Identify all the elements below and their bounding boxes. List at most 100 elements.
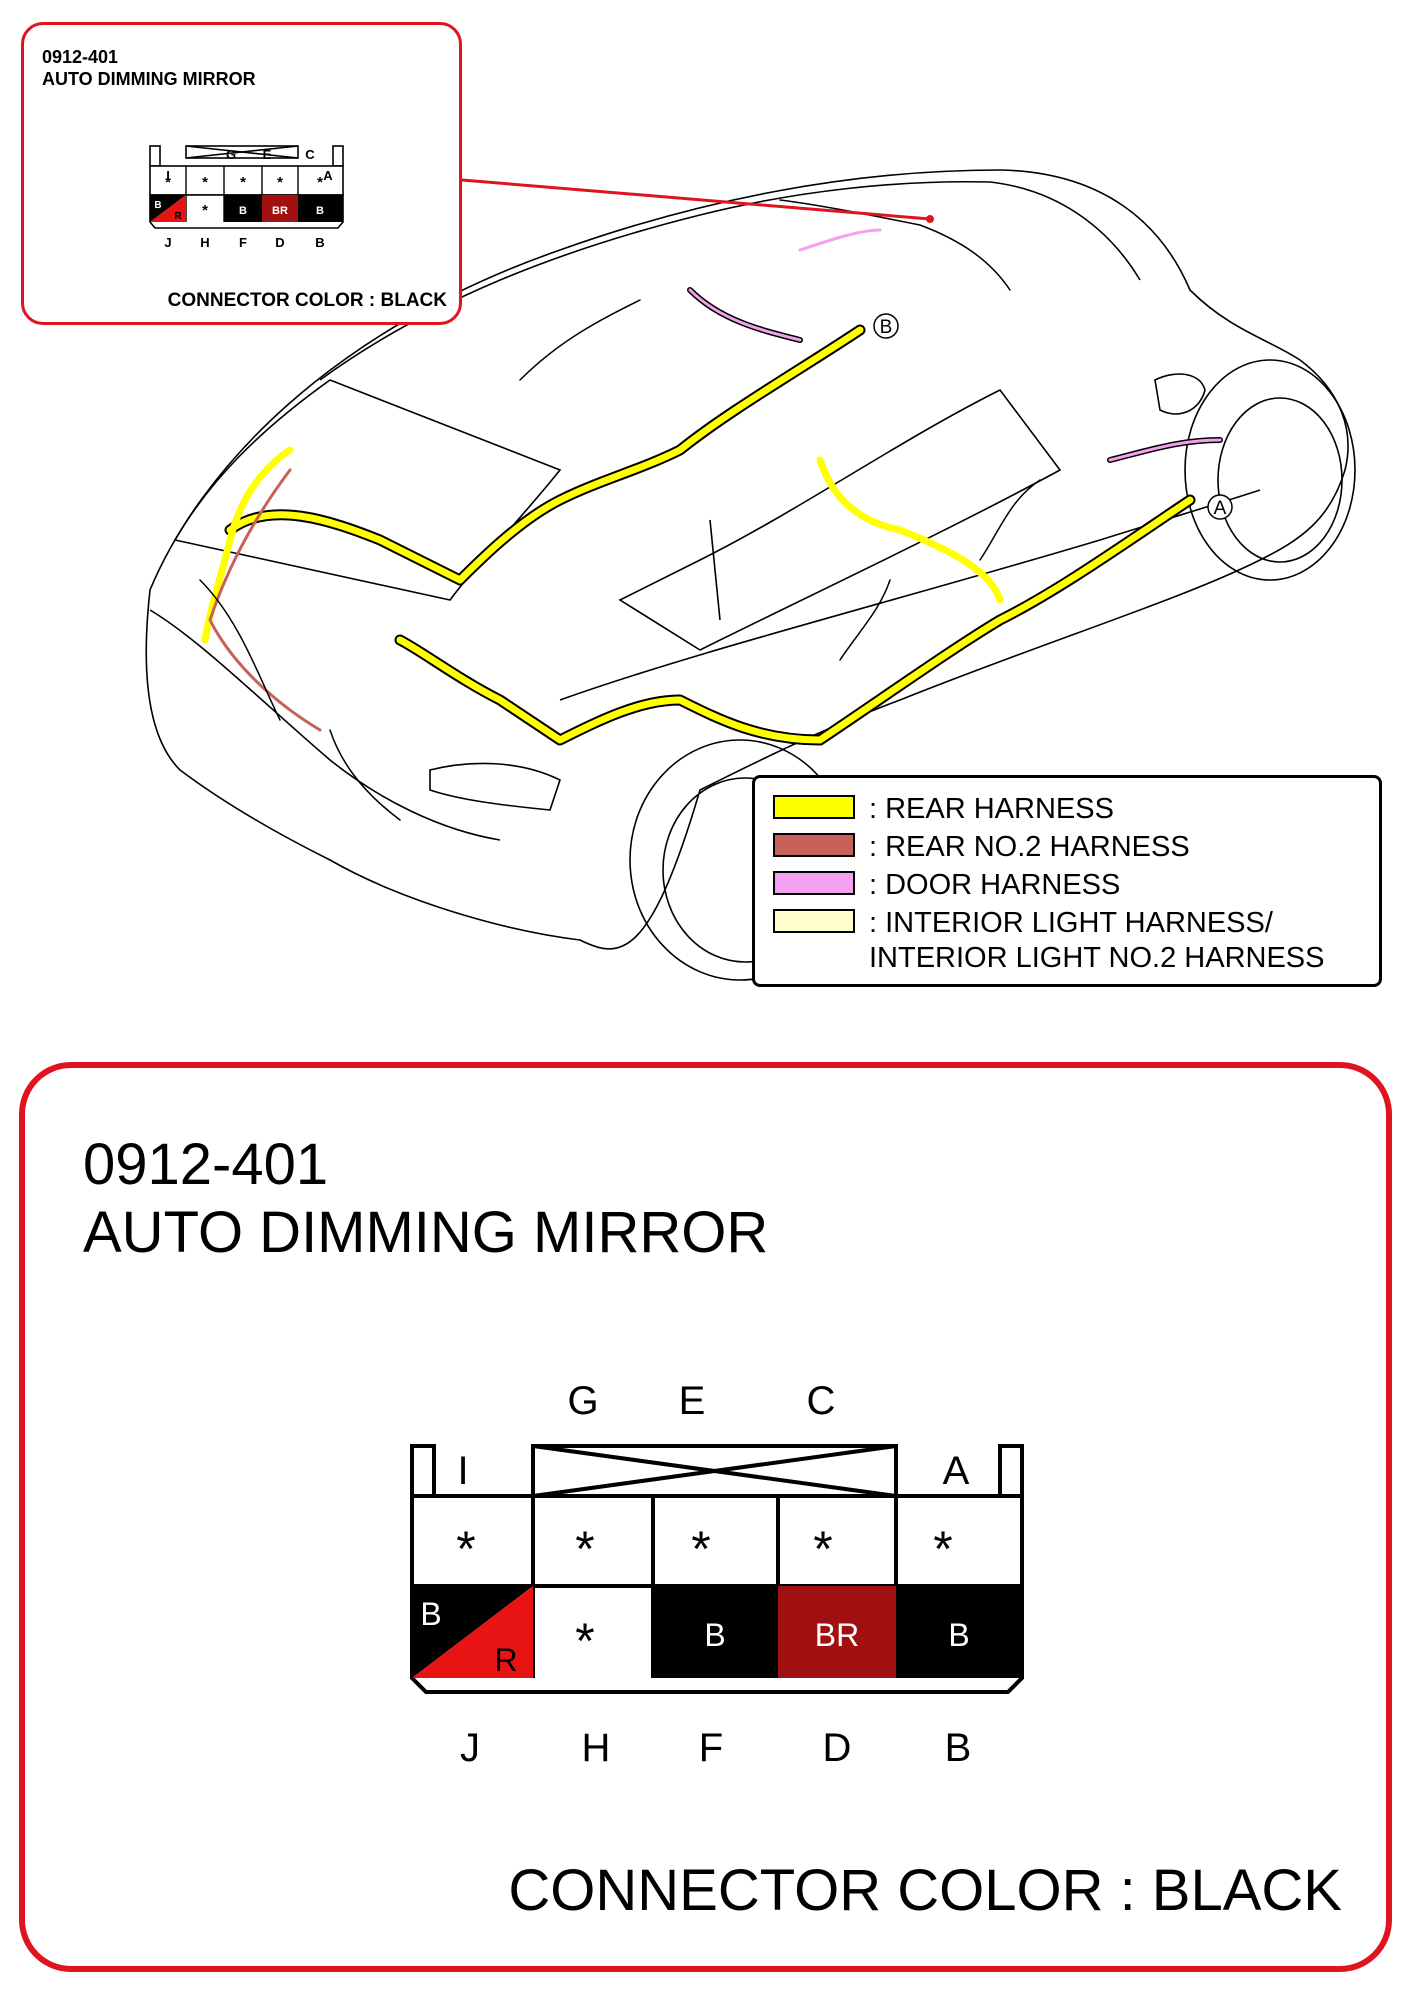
detail-cell-text: * xyxy=(575,1521,594,1577)
callout-bottom-pin: H xyxy=(200,235,209,250)
legend-label: : REAR HARNESS xyxy=(869,793,1114,825)
callout-cell-text: BR xyxy=(272,205,288,217)
callout-cell-text: * xyxy=(277,174,283,191)
callout-bottom-pin: B xyxy=(315,235,324,250)
detail-cell-text: * xyxy=(813,1521,832,1577)
legend-swatch xyxy=(773,909,855,933)
detail-cell-j-red xyxy=(412,1586,533,1678)
trunk-edge xyxy=(149,609,501,841)
detail-cell-text: R xyxy=(494,1642,517,1678)
legend-label: INTERIOR LIGHT NO.2 HARNESS xyxy=(869,942,1325,974)
callout-top-pin: G xyxy=(226,147,236,162)
detail-top-pin: E xyxy=(679,1379,706,1423)
door-harness-upper-outline xyxy=(687,287,803,343)
callout-cell-d xyxy=(262,195,298,222)
detail-top-pin: C xyxy=(807,1379,836,1423)
callout-connector-name: AUTO DIMMING MIRROR xyxy=(42,69,256,89)
detail-connector-color: CONNECTOR COLOR : BLACK xyxy=(508,1858,1342,1923)
callout-connector-face: G E C I A * * * * * B R * B BR B J H F D… xyxy=(149,145,344,250)
harness-legend: : REAR HARNESS : REAR NO.2 HARNESS : DOO… xyxy=(752,775,1382,987)
callout-cell-text: B xyxy=(154,200,161,211)
callout-cell-text: B xyxy=(316,205,324,217)
callout-cell-j-red xyxy=(150,195,186,222)
detail-cell-b xyxy=(896,1586,1022,1678)
detail-top-pin: G xyxy=(567,1379,598,1423)
detail-bottom-pin: J xyxy=(460,1726,480,1770)
legend-swatch xyxy=(773,795,855,819)
callout-top-pin: C xyxy=(305,147,315,162)
rear-no2-harness-line xyxy=(208,468,322,732)
svg-text:A: A xyxy=(1214,498,1227,519)
marker-a: A xyxy=(1207,494,1233,520)
callout-bottom-pin: J xyxy=(164,235,171,250)
detail-cell-text: BR xyxy=(815,1617,859,1653)
side-mirror xyxy=(1154,373,1206,415)
callout-cell-text: * xyxy=(240,174,246,191)
legend-label: : INTERIOR LIGHT HARNESS/ xyxy=(869,907,1273,939)
detail-bottom-pin: D xyxy=(823,1726,852,1770)
legend-label: : DOOR HARNESS xyxy=(869,869,1121,901)
rocker-line xyxy=(559,489,1261,701)
callout-cell-text: B xyxy=(239,205,247,217)
front-wheel-arch xyxy=(1184,359,1356,581)
detail-cell-text: B xyxy=(704,1617,725,1653)
rear-harness-floor xyxy=(396,496,1194,744)
detail-cell-text: * xyxy=(456,1521,475,1577)
detail-connector-name: AUTO DIMMING MIRROR xyxy=(83,1200,769,1265)
detail-connector-code: 0912-401 xyxy=(83,1132,329,1197)
connector-detail-panel: 0912-401 AUTO DIMMING MIRROR G E C I A xyxy=(19,1062,1392,1972)
door-harness-roof xyxy=(798,228,882,252)
rear-harness-branch xyxy=(816,456,1004,604)
callout-cell-text: * xyxy=(317,174,323,191)
detail-cell-text: * xyxy=(933,1521,952,1577)
detail-bottom-pin: F xyxy=(699,1726,723,1770)
callout-cell-text: * xyxy=(165,174,171,191)
car-body-outline xyxy=(145,169,1349,950)
wire-bundle-left xyxy=(199,299,641,821)
callout-side-label-right: A xyxy=(323,168,333,183)
detail-cell-text: * xyxy=(691,1521,710,1577)
detail-bottom-pin: B xyxy=(945,1726,972,1770)
roof-line xyxy=(319,180,1141,381)
callout-cell-b xyxy=(298,195,343,222)
callout-top-pin: E xyxy=(263,147,272,162)
rear-harness-trunk xyxy=(201,446,294,644)
detail-cell-text: * xyxy=(575,1613,594,1669)
side-window xyxy=(618,388,1062,651)
callout-cell-text: * xyxy=(202,174,208,191)
detail-bottom-pin: H xyxy=(582,1726,611,1770)
door-harness-front xyxy=(1108,438,1222,462)
side-window-divider xyxy=(709,519,721,621)
detail-side-label-right: A xyxy=(943,1449,970,1493)
legend-swatch xyxy=(773,871,855,895)
door-harness-upper xyxy=(688,288,802,342)
wire-bundle-roof xyxy=(779,199,1011,291)
detail-connector-face: G E C I A * * * * * B R * B BR B J H F D… xyxy=(410,1379,1024,1770)
detail-cell-f xyxy=(653,1586,778,1678)
wire-bundle-mid xyxy=(839,479,1041,661)
legend-label: : REAR NO.2 HARNESS xyxy=(869,831,1190,863)
callout-bottom-pin: D xyxy=(275,235,284,250)
svg-text:B: B xyxy=(880,317,893,338)
callout-side-label-left: I xyxy=(166,168,170,183)
rear-harness-main xyxy=(226,326,864,584)
legend-swatch xyxy=(773,833,855,857)
detail-cell-d xyxy=(778,1586,896,1678)
detail-side-label-left: I xyxy=(457,1449,468,1493)
marker-b: B xyxy=(873,313,899,339)
callout-cell-text: * xyxy=(202,202,208,219)
callout-leader-line xyxy=(461,178,931,221)
vehicle-harness-illustration: B A xyxy=(145,169,1356,981)
connector-callout-small: 0912-401 AUTO DIMMING MIRROR G E C I A xyxy=(21,22,462,325)
rear-harness-floor-outline xyxy=(394,494,1196,746)
detail-cell-text: B xyxy=(420,1596,441,1632)
detail-cell-text: B xyxy=(948,1617,969,1653)
front-wheel xyxy=(1217,397,1343,563)
callout-connector-code: 0912-401 xyxy=(42,47,119,67)
callout-cell-f xyxy=(224,195,262,222)
rear-harness-main-outline xyxy=(224,324,866,586)
tail-lamp xyxy=(429,762,561,811)
callout-cell-text: R xyxy=(174,211,182,222)
callout-bottom-pin: F xyxy=(239,235,247,250)
callout-connector-color: CONNECTOR COLOR : BLACK xyxy=(167,290,447,311)
